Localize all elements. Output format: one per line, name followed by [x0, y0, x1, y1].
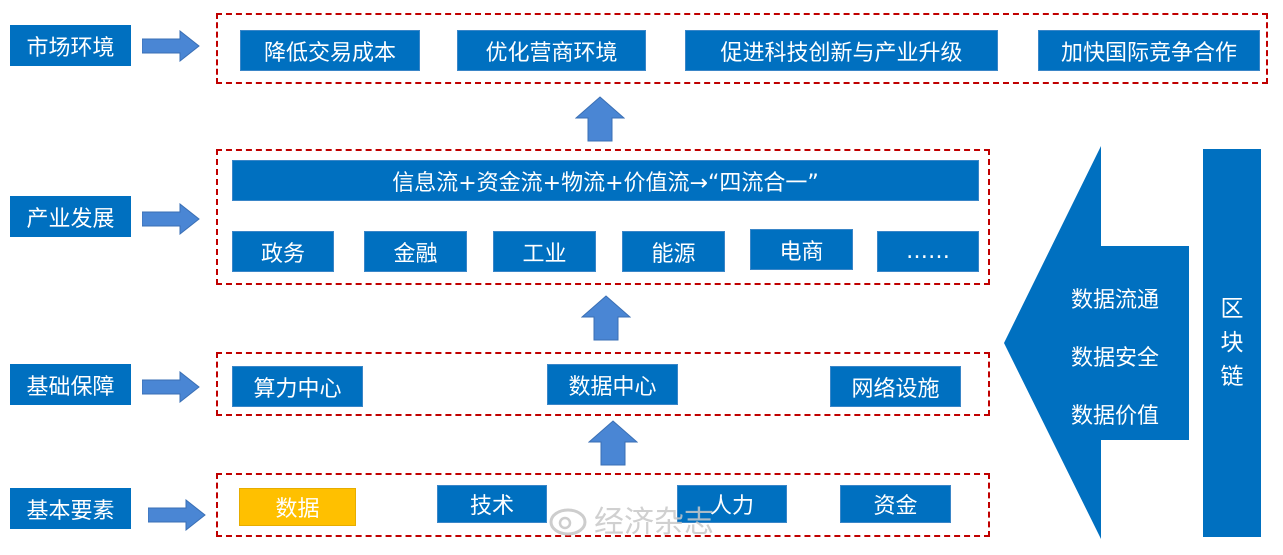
market-item-international: 加快国际竞争合作 — [1038, 30, 1260, 71]
industry-item-industry: 工业 — [493, 231, 596, 272]
row-label-industry: 产业发展 — [10, 196, 131, 237]
infra-item-datacenter: 数据中心 — [547, 364, 678, 405]
blockchain-char-1: 区 — [1220, 296, 1244, 322]
blockchain-value-security: 数据安全 — [1071, 346, 1160, 371]
right-arrow-icon — [148, 499, 206, 531]
element-item-labor: 人力 — [677, 485, 787, 523]
blockchain-value-worth: 数据价值 — [1071, 404, 1160, 429]
market-item-innovation: 促进科技创新与产业升级 — [685, 30, 998, 71]
industry-group — [216, 149, 990, 285]
up-arrow-icon — [581, 295, 631, 341]
infra-item-network: 网络设施 — [830, 366, 961, 407]
industry-item-ecommerce: 电商 — [750, 229, 853, 270]
four-flows-banner: 信息流+资金流+物流+价值流→“四流合一” — [232, 160, 979, 201]
elements-group — [216, 473, 990, 537]
market-item-environment: 优化营商环境 — [457, 30, 646, 71]
row-label-elements: 基本要素 — [10, 488, 131, 529]
blockchain-value-circulation: 数据流通 — [1071, 288, 1160, 313]
right-arrow-icon — [142, 371, 200, 403]
right-arrow-icon — [142, 203, 200, 235]
blockchain-big-arrow — [1004, 146, 1189, 539]
industry-item-more: …… — [877, 231, 979, 272]
element-item-data: 数据 — [239, 488, 356, 526]
row-label-infrastructure: 基础保障 — [10, 364, 131, 405]
up-arrow-icon — [575, 96, 625, 142]
market-group — [216, 13, 1268, 84]
row-label-market: 市场环境 — [10, 25, 131, 66]
market-item-cost: 降低交易成本 — [240, 30, 420, 71]
element-item-capital: 资金 — [840, 485, 951, 523]
blockchain-label: 区 块 链 — [1203, 149, 1261, 537]
infra-item-computing: 算力中心 — [232, 366, 363, 407]
element-item-technology: 技术 — [437, 485, 547, 523]
infrastructure-group — [216, 352, 990, 416]
industry-item-energy: 能源 — [622, 231, 725, 272]
watermark: 经济杂志 — [548, 496, 748, 542]
weibo-icon — [549, 508, 587, 536]
industry-item-government: 政务 — [232, 231, 334, 272]
industry-item-finance: 金融 — [364, 231, 467, 272]
watermark-text: 经济杂志 — [594, 505, 714, 540]
blockchain-char-3: 链 — [1220, 364, 1244, 390]
right-arrow-icon — [142, 30, 200, 62]
up-arrow-icon — [588, 420, 638, 466]
blockchain-char-2: 块 — [1220, 330, 1244, 356]
